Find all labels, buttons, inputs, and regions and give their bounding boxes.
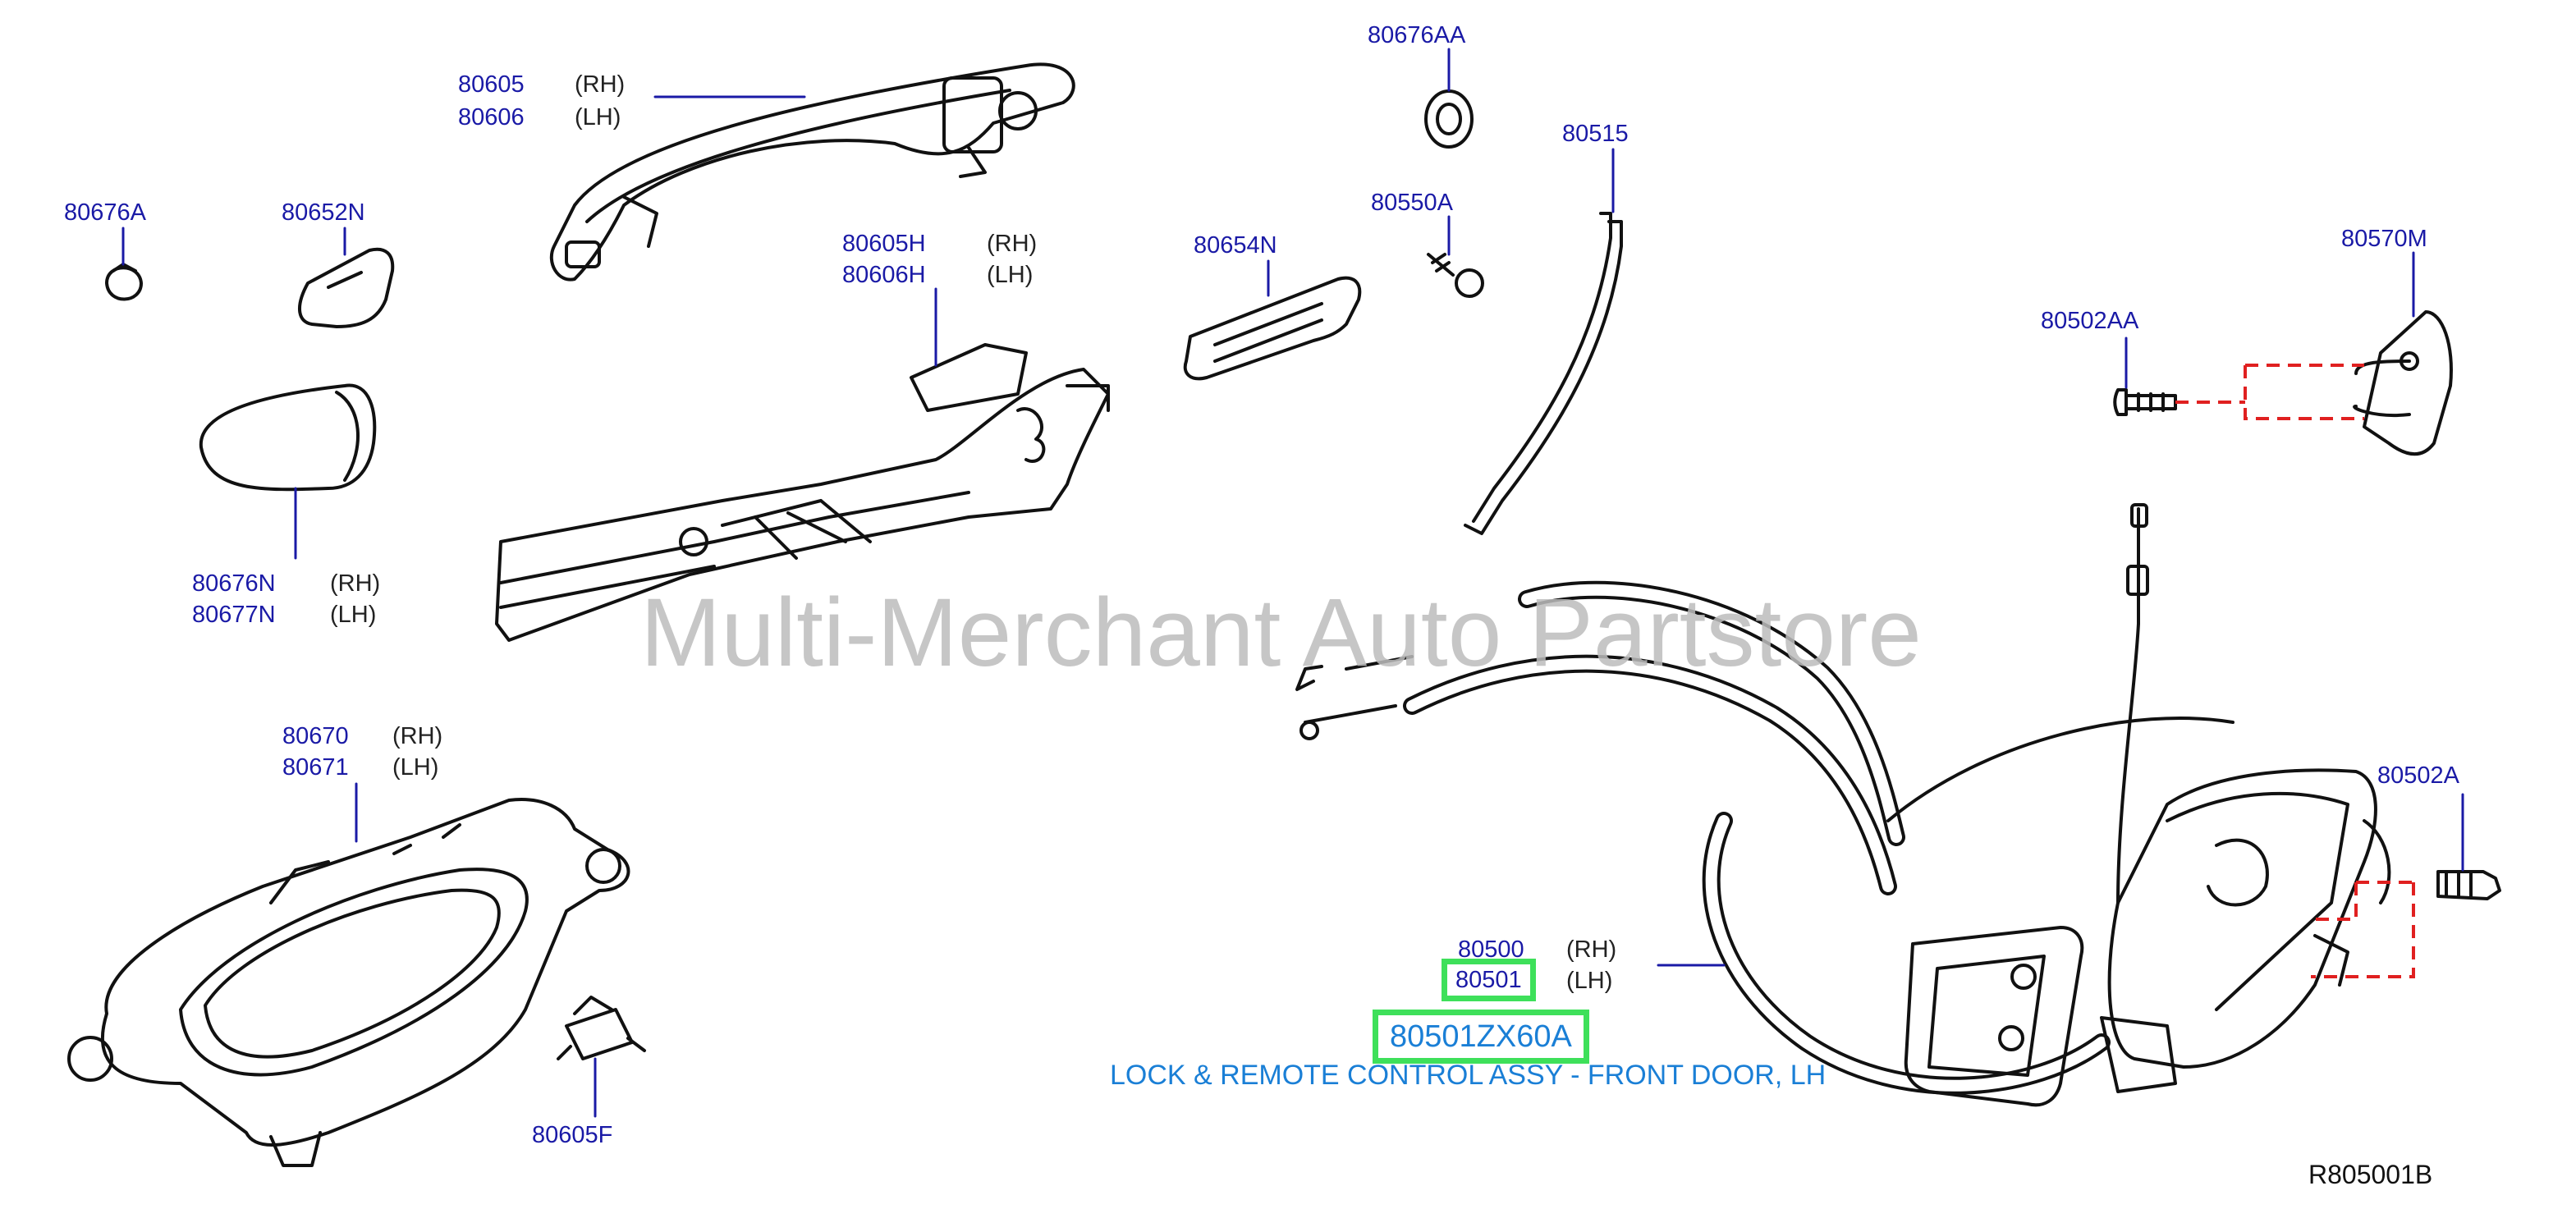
label-80502A: 80502A	[2377, 762, 2459, 789]
label-80606H-side: (LH)	[987, 262, 1034, 288]
label-80676A: 80676A	[64, 199, 146, 226]
gasket-80654N-part	[1183, 276, 1362, 381]
label-80652N: 80652N	[282, 199, 365, 226]
label-80677N: 80677N	[192, 602, 276, 628]
label-80605H-side: (RH)	[987, 231, 1038, 257]
grommet-80676AA-part	[1424, 89, 1474, 149]
rod-80515-part	[1464, 212, 1623, 535]
label-80676AA: 80676AA	[1368, 22, 1466, 48]
label-80501-highlighted[interactable]: 80501	[1442, 959, 1536, 1001]
label-80606-side: (LH)	[575, 104, 621, 130]
label-80677N-side: (LH)	[330, 602, 377, 628]
label-80550A: 80550A	[1371, 190, 1453, 216]
label-80500: 80500	[1458, 936, 1524, 963]
label-80606H: 80606H	[842, 262, 926, 288]
label-80500-side: (RH)	[1566, 936, 1617, 963]
screw-80550A-part	[1427, 253, 1484, 298]
handle-frame-part	[495, 343, 1110, 642]
label-80671: 80671	[282, 754, 349, 781]
label-80670-side: (RH)	[392, 723, 443, 749]
label-80570M: 80570M	[2341, 226, 2427, 252]
label-80654N: 80654N	[1194, 232, 1277, 259]
label-80515: 80515	[1562, 121, 1629, 147]
reference-code: R805001B	[2308, 1160, 2433, 1189]
outside-handle-part	[549, 62, 1075, 282]
clip-80676A-part	[105, 263, 143, 301]
label-80671-side: (LH)	[392, 754, 439, 781]
label-80605F: 80605F	[532, 1122, 613, 1148]
label-80670: 80670	[282, 723, 349, 749]
label-80605: 80605	[458, 71, 525, 98]
clip-80605F-part	[557, 996, 646, 1060]
part-number-callout[interactable]: 80501ZX60A	[1373, 1010, 1589, 1064]
striker-80570M-part	[2353, 310, 2453, 456]
screw-80502AA-part	[2113, 388, 2177, 416]
label-80606: 80606	[458, 104, 525, 130]
label-80676N-side: (RH)	[330, 570, 381, 597]
label-80605H: 80605H	[842, 231, 926, 257]
label-80502AA: 80502AA	[2041, 308, 2139, 334]
handle-cover-part	[199, 383, 377, 492]
inside-handle-part	[67, 798, 630, 1167]
screw-80502A-part	[2436, 870, 2501, 900]
lock-remote-control-assy-part	[1295, 503, 2391, 1107]
watermark: Multi-Merchant Auto Partstore	[640, 579, 1922, 687]
part-description: LOCK & REMOTE CONTROL ASSY - FRONT DOOR,…	[1110, 1060, 1827, 1091]
label-80501-side: (LH)	[1566, 968, 1613, 994]
gasket-80652N-part	[297, 247, 395, 328]
label-80605-side: (RH)	[575, 71, 626, 98]
label-80676N: 80676N	[192, 570, 276, 597]
